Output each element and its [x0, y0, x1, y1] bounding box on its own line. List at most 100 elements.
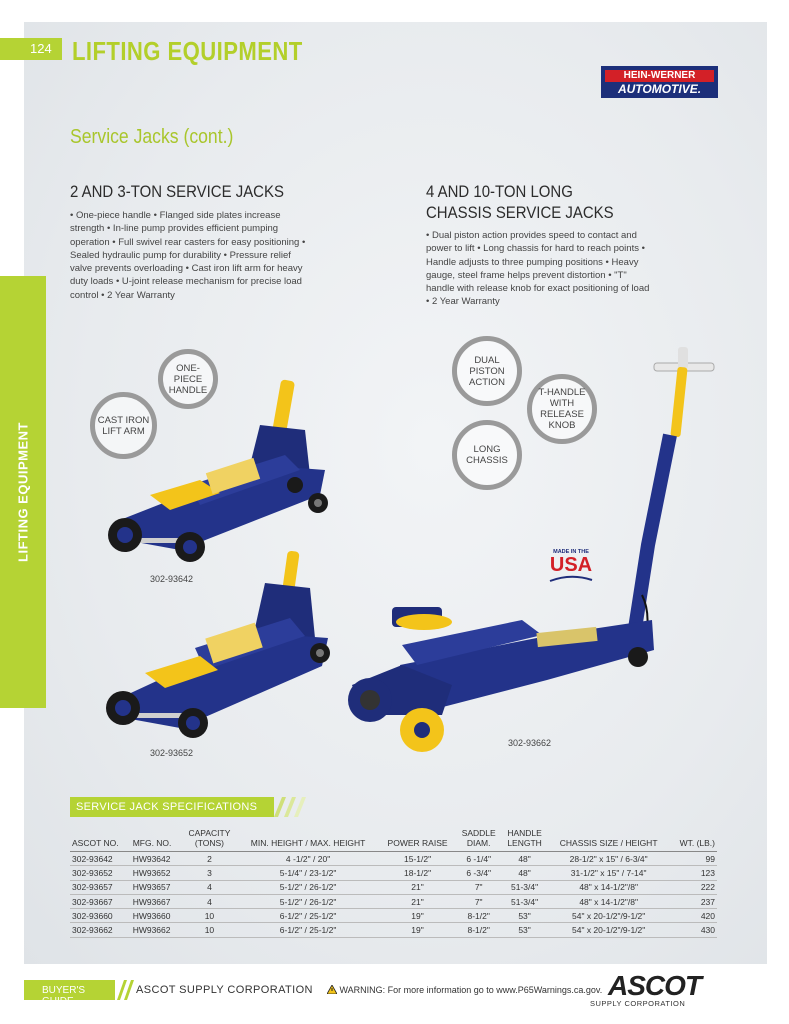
sub-title: Service Jacks (cont.): [70, 126, 234, 148]
spec-table-cell: 302-93657: [70, 880, 131, 895]
spec-table-cell: 18-1/2": [379, 865, 456, 881]
spec-table-header-cell: POWER RAISE: [379, 828, 456, 852]
spec-table-cell: HW93667: [130, 894, 182, 910]
spec-table-cell: 19": [379, 908, 456, 924]
footer-slash-icon: [117, 980, 134, 1000]
page-number-bar: [0, 38, 62, 60]
spec-table-header-cell: ASCOT NO.: [70, 828, 131, 852]
spec-table-cell: HW93652: [130, 865, 182, 881]
spec-table-cell: 123: [669, 865, 717, 881]
spec-table-header-cell: MFG. NO.: [130, 828, 182, 852]
spec-table-header-row: ASCOT NO.MFG. NO.CAPACITY (TONS)MIN. HEI…: [70, 828, 717, 852]
ascot-logo-tagline: SUPPLY CORPORATION: [590, 999, 686, 1008]
spec-table-cell: HW93642: [130, 851, 182, 867]
side-tab-label: LIFTING EQUIPMENT: [15, 422, 31, 562]
spec-table-cell: 21": [379, 880, 456, 895]
spec-table-cell: 28-1/2" x 15" / 6-3/4": [547, 851, 670, 867]
hein-werner-logo: HEIN-WERNER AUTOMOTIVE.: [601, 66, 718, 98]
spec-table-cell: 302-93662: [70, 922, 131, 938]
part-label-302-93652: 302-93652: [150, 748, 194, 758]
spec-table-cell: 48" x 14-1/2"/8": [547, 894, 670, 910]
spec-table-cell: 10: [181, 908, 237, 924]
spec-table-cell: 2: [181, 851, 237, 867]
logo-line-1: HEIN-WERNER: [605, 70, 714, 82]
spec-table-cell: 7": [455, 894, 502, 910]
spec-table-header-cell: SADDLE DIAM.: [455, 828, 502, 852]
spec-table-cell: 302-93642: [70, 851, 131, 867]
footer-guide-band: BUYER'S GUIDE: [24, 980, 115, 1007]
spec-table-cell: 6 -1/4": [455, 851, 502, 867]
spec-table-cell: 48": [501, 865, 548, 881]
callout-cast-iron-lift-arm: CAST IRON LIFT ARM: [90, 392, 157, 459]
spec-table-header-cell: CAPACITY (TONS): [181, 828, 237, 852]
part-label-302-93642: 302-93642: [150, 574, 194, 584]
spec-section-band: SERVICE JACK SPECIFICATIONS: [70, 797, 274, 817]
side-tab: LIFTING EQUIPMENT: [0, 276, 46, 708]
left-product-heading: 2 AND 3-TON SERVICE JACKS: [70, 182, 284, 201]
spec-table-cell: HW93660: [130, 908, 182, 924]
callout-long-chassis: LONG CHASSIS: [452, 420, 522, 490]
spec-table-cell: 5-1/2" / 26-1/2": [236, 894, 380, 910]
spec-table-cell: 6-1/2" / 25-1/2": [236, 908, 380, 924]
made-in-usa-badge: MADE IN THE USA: [548, 549, 594, 585]
right-product-heading-line1: 4 AND 10-TON LONG: [426, 182, 573, 201]
ascot-logo: ASCOT SUPPLY CORPORATION: [590, 970, 720, 1010]
callout-one-piece-handle: ONE-PIECE HANDLE: [158, 349, 218, 409]
spec-table-header-cell: WT. (LB.): [669, 828, 717, 852]
spec-table-cell: 3: [181, 865, 237, 881]
spec-table-cell: 99: [669, 851, 717, 867]
callout-t-handle: T-HANDLE WITH RELEASE KNOB: [527, 374, 597, 444]
spec-table-cell: 51-3/4": [501, 880, 548, 895]
spec-table-cell: 48": [501, 851, 548, 867]
spec-table-header-cell: HANDLE LENGTH: [501, 828, 548, 852]
spec-table-cell: 10: [181, 922, 237, 938]
spec-table-cell: 430: [669, 922, 717, 938]
spec-table-cell: 15-1/2": [379, 851, 456, 867]
spec-band-stripes-icon: [274, 797, 306, 817]
spec-table-cell: 237: [669, 894, 717, 910]
ascot-logo-name: ASCOT: [608, 970, 702, 1001]
spec-table-cell: 4: [181, 880, 237, 895]
spec-table-cell: 302-93667: [70, 894, 131, 910]
long-chassis-jack-image: [348, 347, 715, 752]
spec-table-cell: 6-1/2" / 25-1/2": [236, 922, 380, 938]
warning-triangle-icon: [326, 984, 338, 995]
spec-table-cell: 53": [501, 908, 548, 924]
spec-table: ASCOT NO.MFG. NO.CAPACITY (TONS)MIN. HEI…: [70, 828, 717, 938]
spec-table-cell: 48" x 14-1/2"/8": [547, 880, 670, 895]
spec-table-cell: 420: [669, 908, 717, 924]
service-jack-2-ton-image: [108, 379, 328, 562]
spec-table-cell: 302-93660: [70, 908, 131, 924]
spec-table-cell: 51-3/4": [501, 894, 548, 910]
spec-table-cell: 54" x 20-1/2"/9-1/2": [547, 908, 670, 924]
spec-table-cell: HW93662: [130, 922, 182, 938]
spec-table-cell: HW93657: [130, 880, 182, 895]
warning-notice: WARNING: For more information go to www.…: [326, 984, 603, 995]
service-jack-3-ton-image: [106, 550, 330, 738]
spec-section-title: SERVICE JACK SPECIFICATIONS: [76, 801, 258, 813]
spec-table-cell: 8-1/2": [455, 922, 502, 938]
right-product-description: • Dual piston action provides speed to c…: [426, 230, 650, 308]
spec-table-cell: 5-1/2" / 26-1/2": [236, 880, 380, 895]
spec-table-cell: 7": [455, 880, 502, 895]
spec-table-cell: 302-93652: [70, 865, 131, 881]
footer-company-name: ASCOT SUPPLY CORPORATION: [136, 984, 313, 996]
spec-table-cell: 4: [181, 894, 237, 910]
callout-dual-piston-action: DUAL PISTON ACTION: [452, 336, 522, 406]
part-label-302-93662: 302-93662: [508, 738, 552, 748]
spec-table-cell: 31-1/2" x 15" / 7-14": [547, 865, 670, 881]
spec-table-cell: 19": [379, 922, 456, 938]
spec-table-cell: 21": [379, 894, 456, 910]
spec-table-cell: 54" x 20-1/2"/9-1/2": [547, 922, 670, 938]
right-product-heading-line2: CHASSIS SERVICE JACKS: [426, 203, 614, 222]
usa-swoosh-icon: [549, 575, 593, 582]
spec-table-cell: 222: [669, 880, 717, 895]
left-product-description: • One-piece handle • Flanged side plates…: [70, 210, 306, 301]
warning-text: WARNING: For more information go to www.…: [339, 985, 603, 995]
logo-line-2: AUTOMOTIVE.: [617, 82, 702, 96]
